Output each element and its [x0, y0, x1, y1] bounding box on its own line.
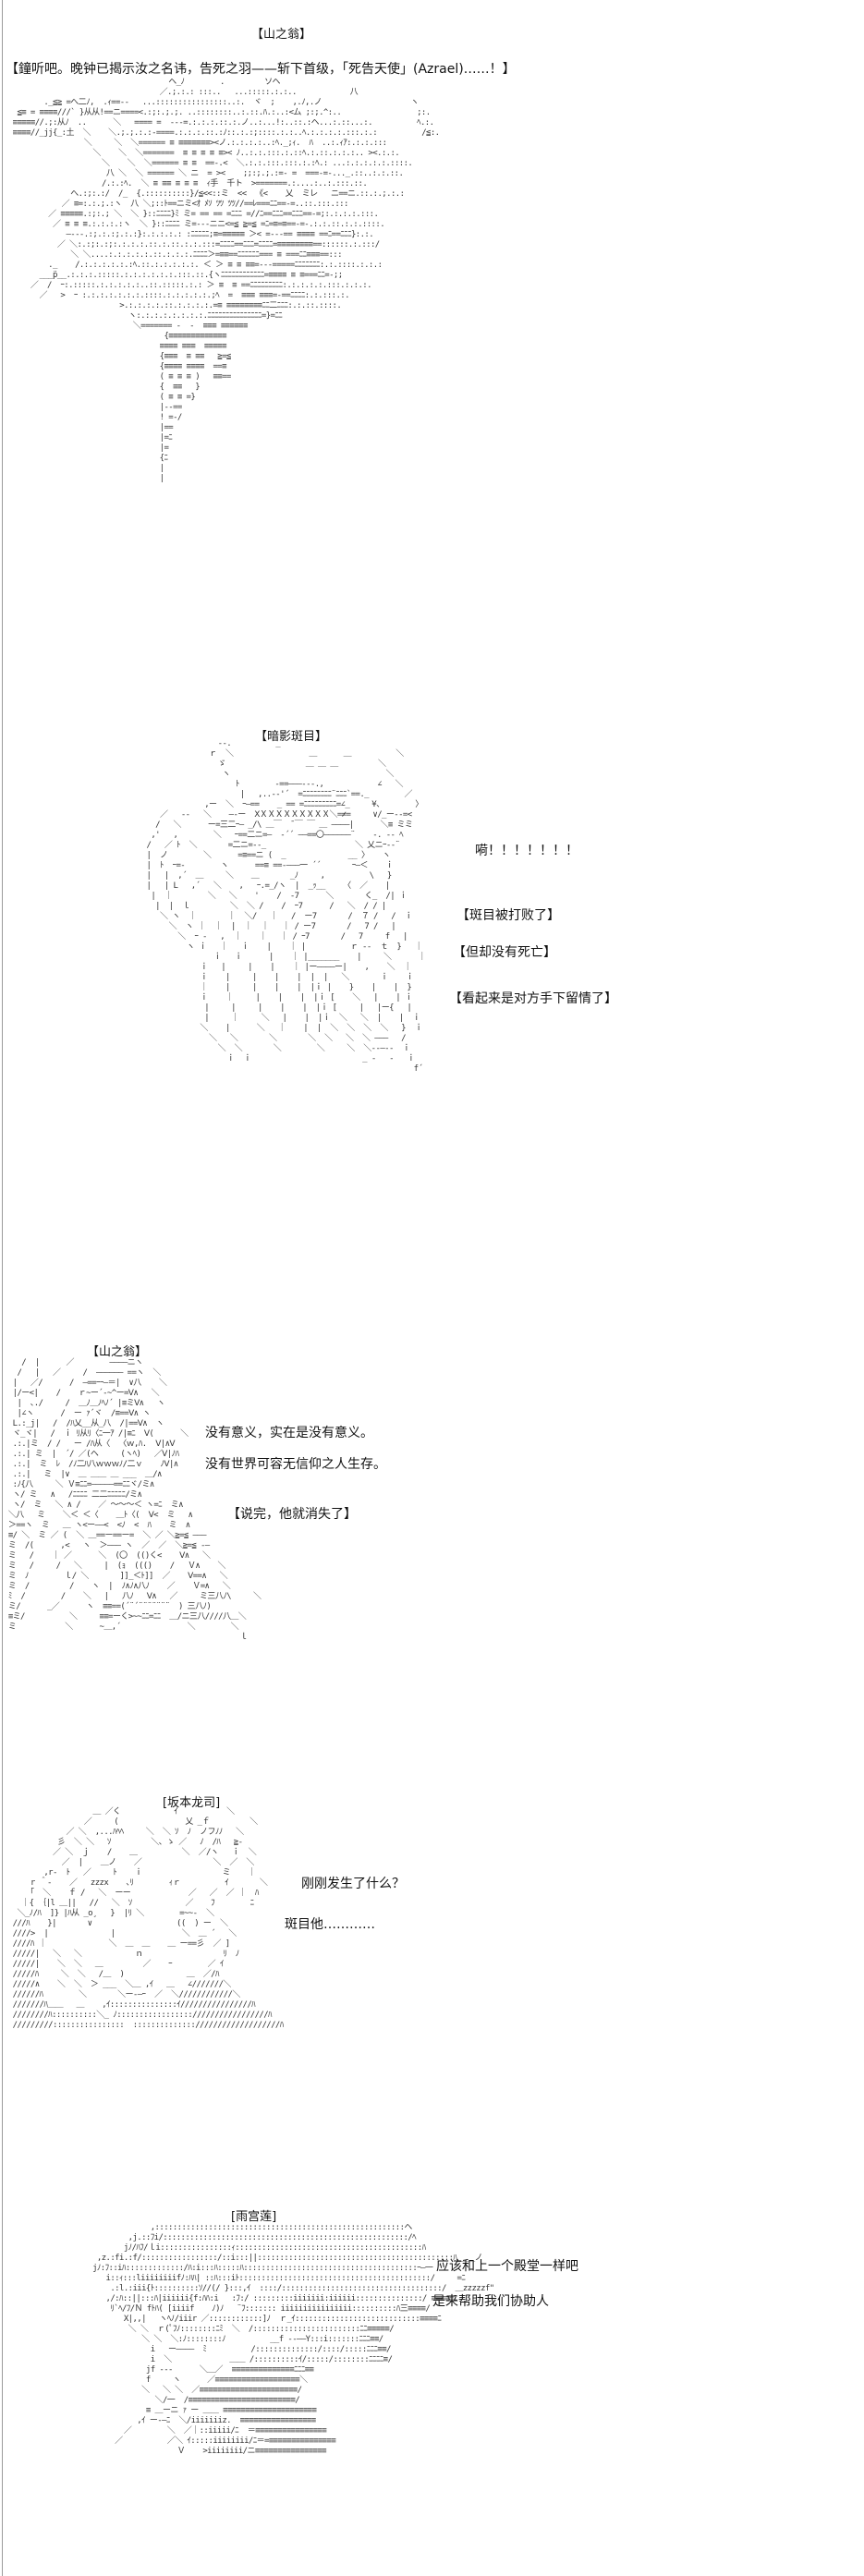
dialogue-line: 没有世界可容无信仰之人生存。 — [205, 1457, 386, 1472]
ascii-art-ren-amamiya: ,:::::::::::::::::::::::::::::::::::::::… — [92, 2223, 494, 2456]
panel-1: 【山之翁】 【鐘听吧。晚钟已揭示汝之名讳，告死之羽——斩下首级，「死告天使」(A… — [0, 0, 864, 647]
dialogue-line: 【鐘听吧。晚钟已揭示汝之名讳，告死之羽——斩下首级，「死告天使」(Azrael)… — [6, 62, 516, 77]
dialogue-line: 是来帮助我们协助人 — [432, 2294, 549, 2309]
dialogue-line: 【斑目被打败了】 — [456, 908, 560, 923]
panel-4: [坂本龙司] 刚刚发生了什么？ 斑目他………… ＿ ／く ｲ ＼ ／ ( 乂 _… — [0, 1783, 864, 2116]
left-border-line — [2, 0, 3, 2576]
dialogue-line: 嗬！！！！！！！ — [475, 844, 578, 858]
dialogue-line: 没有意义，实在是没有意义。 — [205, 1426, 373, 1440]
panel-2: 【暗影斑目】 嗬！！！！！！！ 【斑目被打败了】 【但却没有死亡】 【看起来是对… — [0, 711, 864, 1266]
panel-3: 【山之翁】 没有意义，实在是没有意义。 没有世界可容无信仰之人生存。 【说完，他… — [0, 1331, 864, 1719]
dialogue-line: 【看起来是对方手下留情了】 — [449, 991, 617, 1006]
ascii-art-old-man-of-mountain: / | ／ ――――ニヽ / | ／ / ―――――― ==ヽ ＼ | ／/ /… — [7, 1358, 262, 1642]
dialogue-line: 刚刚发生了什么？ — [301, 1877, 405, 1891]
speaker-name: [雨宫莲] — [231, 2210, 277, 2224]
panel-5: [雨宫莲] 应该和上一个殿堂一样吧 是来帮助我们协助人 ,:::::::::::… — [0, 2199, 864, 2576]
speaker-name: 【山之翁】 — [251, 28, 312, 42]
speaker-name: 【山之翁】 — [87, 1345, 148, 1359]
dialogue-line: 应该和上一个殿堂一样吧 — [436, 2259, 578, 2274]
ascii-art-madarame-defeated: ‐‐. _ ｒ ＼ ＿ ＿ ＼ ゞ ＿ ＿ ＿ ＼ ヽ ＼ — [146, 739, 427, 1074]
dialogue-line: 斑目他………… — [285, 1917, 375, 1932]
dialogue-line: 【但却没有死亡】 — [453, 945, 556, 960]
speaker-name: [坂本龙司] — [163, 1796, 221, 1810]
ascii-art-reaper-attack: ヘ_ﾉ . ソヘ ／.;.:.: :::.. ...:::::.:.:.. 八 … — [12, 78, 440, 483]
dialogue-line: 【说完，他就消失了】 — [227, 1507, 357, 1522]
ascii-art-ryuji: ＿ ／く ｲ ＼ ／ ( 乂 _ｆ ＼ ／ ＼ ,...ﾊﾍﾍ ＼ ＼ ｿ ﾉ … — [12, 1807, 285, 2030]
speaker-name: 【暗影斑目】 — [255, 730, 328, 744]
